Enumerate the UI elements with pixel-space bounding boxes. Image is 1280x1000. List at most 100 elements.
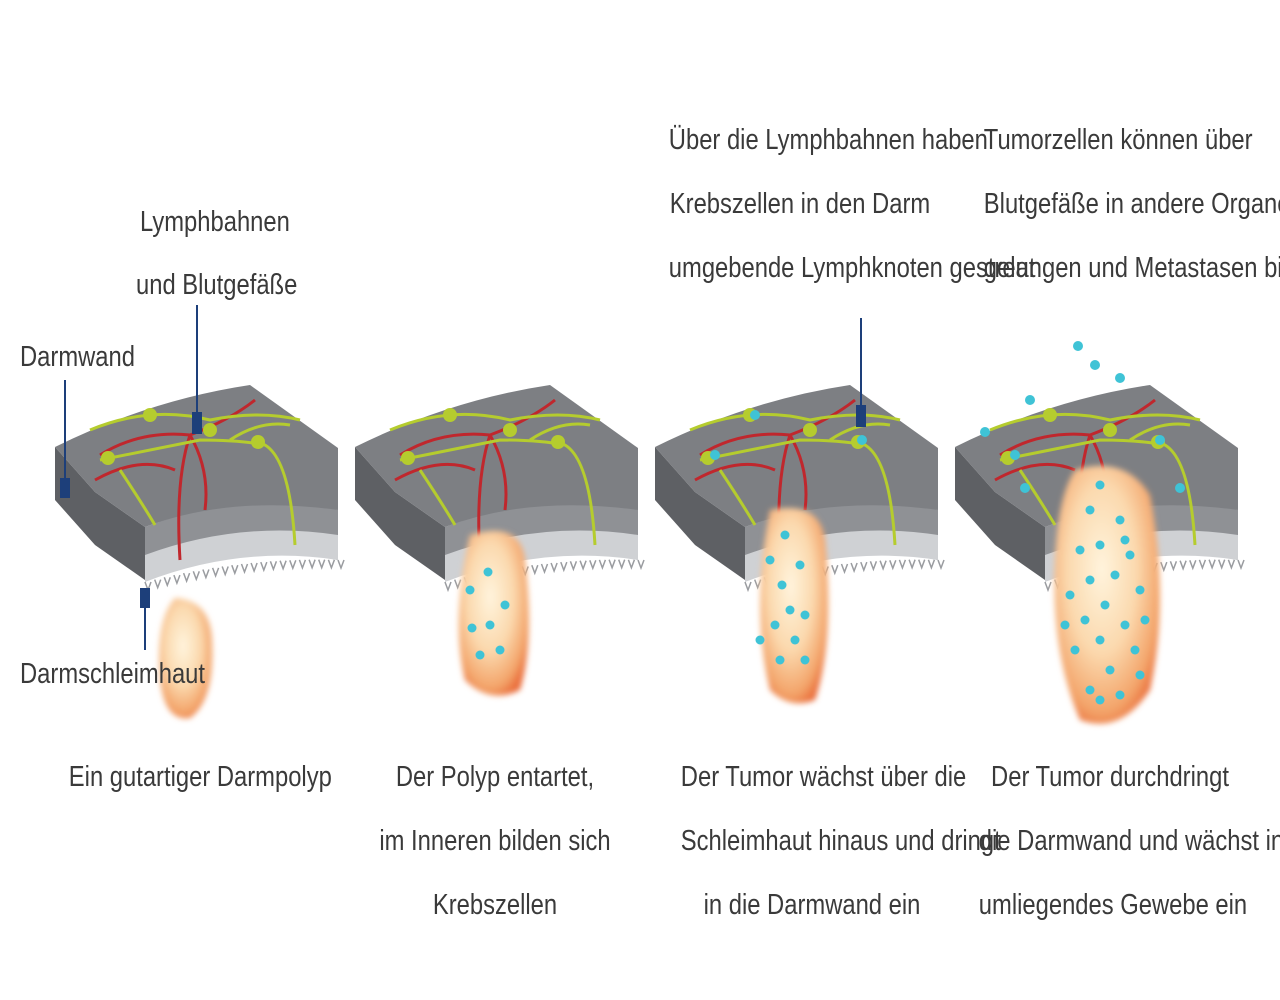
label-lymph-line-1: Lymphbahnen <box>140 206 290 238</box>
cancer-cell-dot <box>1120 620 1130 630</box>
lymph-vessel <box>999 438 1197 546</box>
cancer-cell-dot <box>775 655 785 665</box>
cancer-cell-dot <box>1080 615 1090 625</box>
cancer-cell-dot <box>857 435 867 445</box>
label-lymph-line-2: und Blutgefäße <box>136 269 298 301</box>
cancer-cell-dot <box>1095 695 1105 705</box>
cancer-cell-dot <box>1115 515 1125 525</box>
marker-square <box>856 405 866 427</box>
stage-3-top-line-1: Über die Lymphbahnen haben <box>668 124 988 156</box>
lymph-node <box>551 435 565 449</box>
marker-square <box>140 588 150 608</box>
cancer-cell-dot <box>1095 540 1105 550</box>
stage-4-top-line-1: Tumorzellen können über <box>983 124 1253 156</box>
lymph-vessel <box>99 438 297 546</box>
marker-square <box>60 478 70 498</box>
cancer-cell-dot <box>1135 670 1145 680</box>
cancer-cell-dot <box>750 410 760 420</box>
lymph-node <box>101 451 115 465</box>
lymph-node <box>143 408 157 422</box>
lymph-node <box>1103 423 1117 437</box>
lymph-node <box>203 423 217 437</box>
cancer-cell-dot <box>475 650 485 660</box>
stage-1-caption-line-1: Ein gutartiger Darmpolyp <box>68 761 332 793</box>
label-darmwand: Darmwand <box>20 341 135 373</box>
cancer-cell-dot <box>785 605 795 615</box>
cancer-cell-dot <box>1125 550 1135 560</box>
lymph-vessel <box>89 412 301 432</box>
wall-top-face <box>55 385 338 527</box>
label-lymphbahnen: Lymphbahnen <box>140 205 290 239</box>
wall-top-face <box>655 385 938 527</box>
stage-2-caption-line-1: Der Polyp entartet, <box>395 761 595 793</box>
stage-3-top-line-2: Krebszellen in den Darm <box>669 188 931 220</box>
stage-4-caption: Der Tumor durchdringt die Darmwand und w… <box>978 745 1280 937</box>
lymph-vessel <box>418 469 457 526</box>
blood-vessel <box>994 462 1076 482</box>
lymph-node <box>1043 408 1057 422</box>
cancer-cell-dot <box>1115 373 1125 383</box>
wall-side-face <box>955 447 1045 580</box>
lymph-vessel <box>1018 469 1057 526</box>
cancer-cell-dot <box>765 555 775 565</box>
stage-3-caption-line-2: Schleimhaut hinaus und dringt <box>680 825 1001 857</box>
cancer-cell-dot <box>465 585 475 595</box>
lymph-vessel <box>718 469 757 526</box>
cancer-cell-dot <box>1085 505 1095 515</box>
stage-2-caption-line-3: Krebszellen <box>432 889 558 921</box>
cancer-cell-dot <box>1120 535 1130 545</box>
cancer-cell-dot <box>495 645 505 655</box>
tumor-blob <box>458 530 529 696</box>
wall-side-face <box>55 447 145 580</box>
stage-3-top-text: Über die Lymphbahnen haben Krebszellen i… <box>668 108 1036 300</box>
stage-2-caption-line-2: im Inneren bilden sich <box>379 825 611 857</box>
lymph-node <box>503 423 517 437</box>
stage-4-top-line-3: gelangen und Metastasen bilden <box>983 252 1280 284</box>
cancer-cell-dot <box>1060 620 1070 630</box>
cancer-cell-dot <box>800 655 810 665</box>
cancer-cell-dot <box>1075 545 1085 555</box>
cancer-cell-dot <box>1105 665 1115 675</box>
cancer-cell-dot <box>790 635 800 645</box>
cancer-cell-dot <box>1090 360 1100 370</box>
stage-3-caption-line-1: Der Tumor wächst über die <box>680 761 967 793</box>
stage-3-caption-line-3: in die Darmwand ein <box>703 889 921 921</box>
blood-vessel <box>694 462 776 482</box>
lymph-vessel <box>118 469 157 526</box>
lymph-node <box>251 435 265 449</box>
cancer-cell-dot <box>1010 450 1020 460</box>
tumor-blob <box>760 508 829 704</box>
cancer-cell-dot <box>1115 690 1125 700</box>
cancer-cell-dot <box>1135 585 1145 595</box>
cancer-cell-dot <box>1073 341 1083 351</box>
cancer-cell-dot <box>467 623 477 633</box>
cancer-cell-dot <box>1070 645 1080 655</box>
cancer-cell-dot <box>710 450 720 460</box>
lymph-vessel <box>389 412 601 432</box>
cancer-cell-dot <box>795 560 805 570</box>
tumor-blob <box>1054 465 1160 724</box>
blood-vessel <box>94 462 176 482</box>
lymph-node <box>443 408 457 422</box>
stage-3-top-line-3: umgebende Lymphknoten gestreut <box>668 252 1036 284</box>
lymph-vessel <box>229 422 291 442</box>
cancer-cell-dot <box>1140 615 1150 625</box>
wall-side-face <box>655 447 745 580</box>
cancer-cell-dot <box>770 620 780 630</box>
cancer-cell-dot <box>500 600 510 610</box>
stage-4-top-line-2: Blutgefäße in andere Organe <box>983 188 1280 220</box>
cancer-cell-dot <box>980 427 990 437</box>
cancer-cell-dot <box>1100 600 1110 610</box>
lymph-vessel <box>529 422 591 442</box>
lymph-vessel <box>399 438 597 546</box>
blood-vessel <box>394 462 476 482</box>
label-darmschleimhaut: Darmschleimhaut <box>20 658 206 690</box>
cancer-cell-dot <box>755 635 765 645</box>
stage-4-caption-line-3: umliegendes Gewebe ein <box>978 889 1248 921</box>
mucosa-band <box>145 530 338 582</box>
lymph-vessel <box>1129 422 1191 442</box>
cancer-cell-dot <box>1110 570 1120 580</box>
polyp-blob <box>159 598 213 719</box>
cancer-cell-dot <box>1085 685 1095 695</box>
